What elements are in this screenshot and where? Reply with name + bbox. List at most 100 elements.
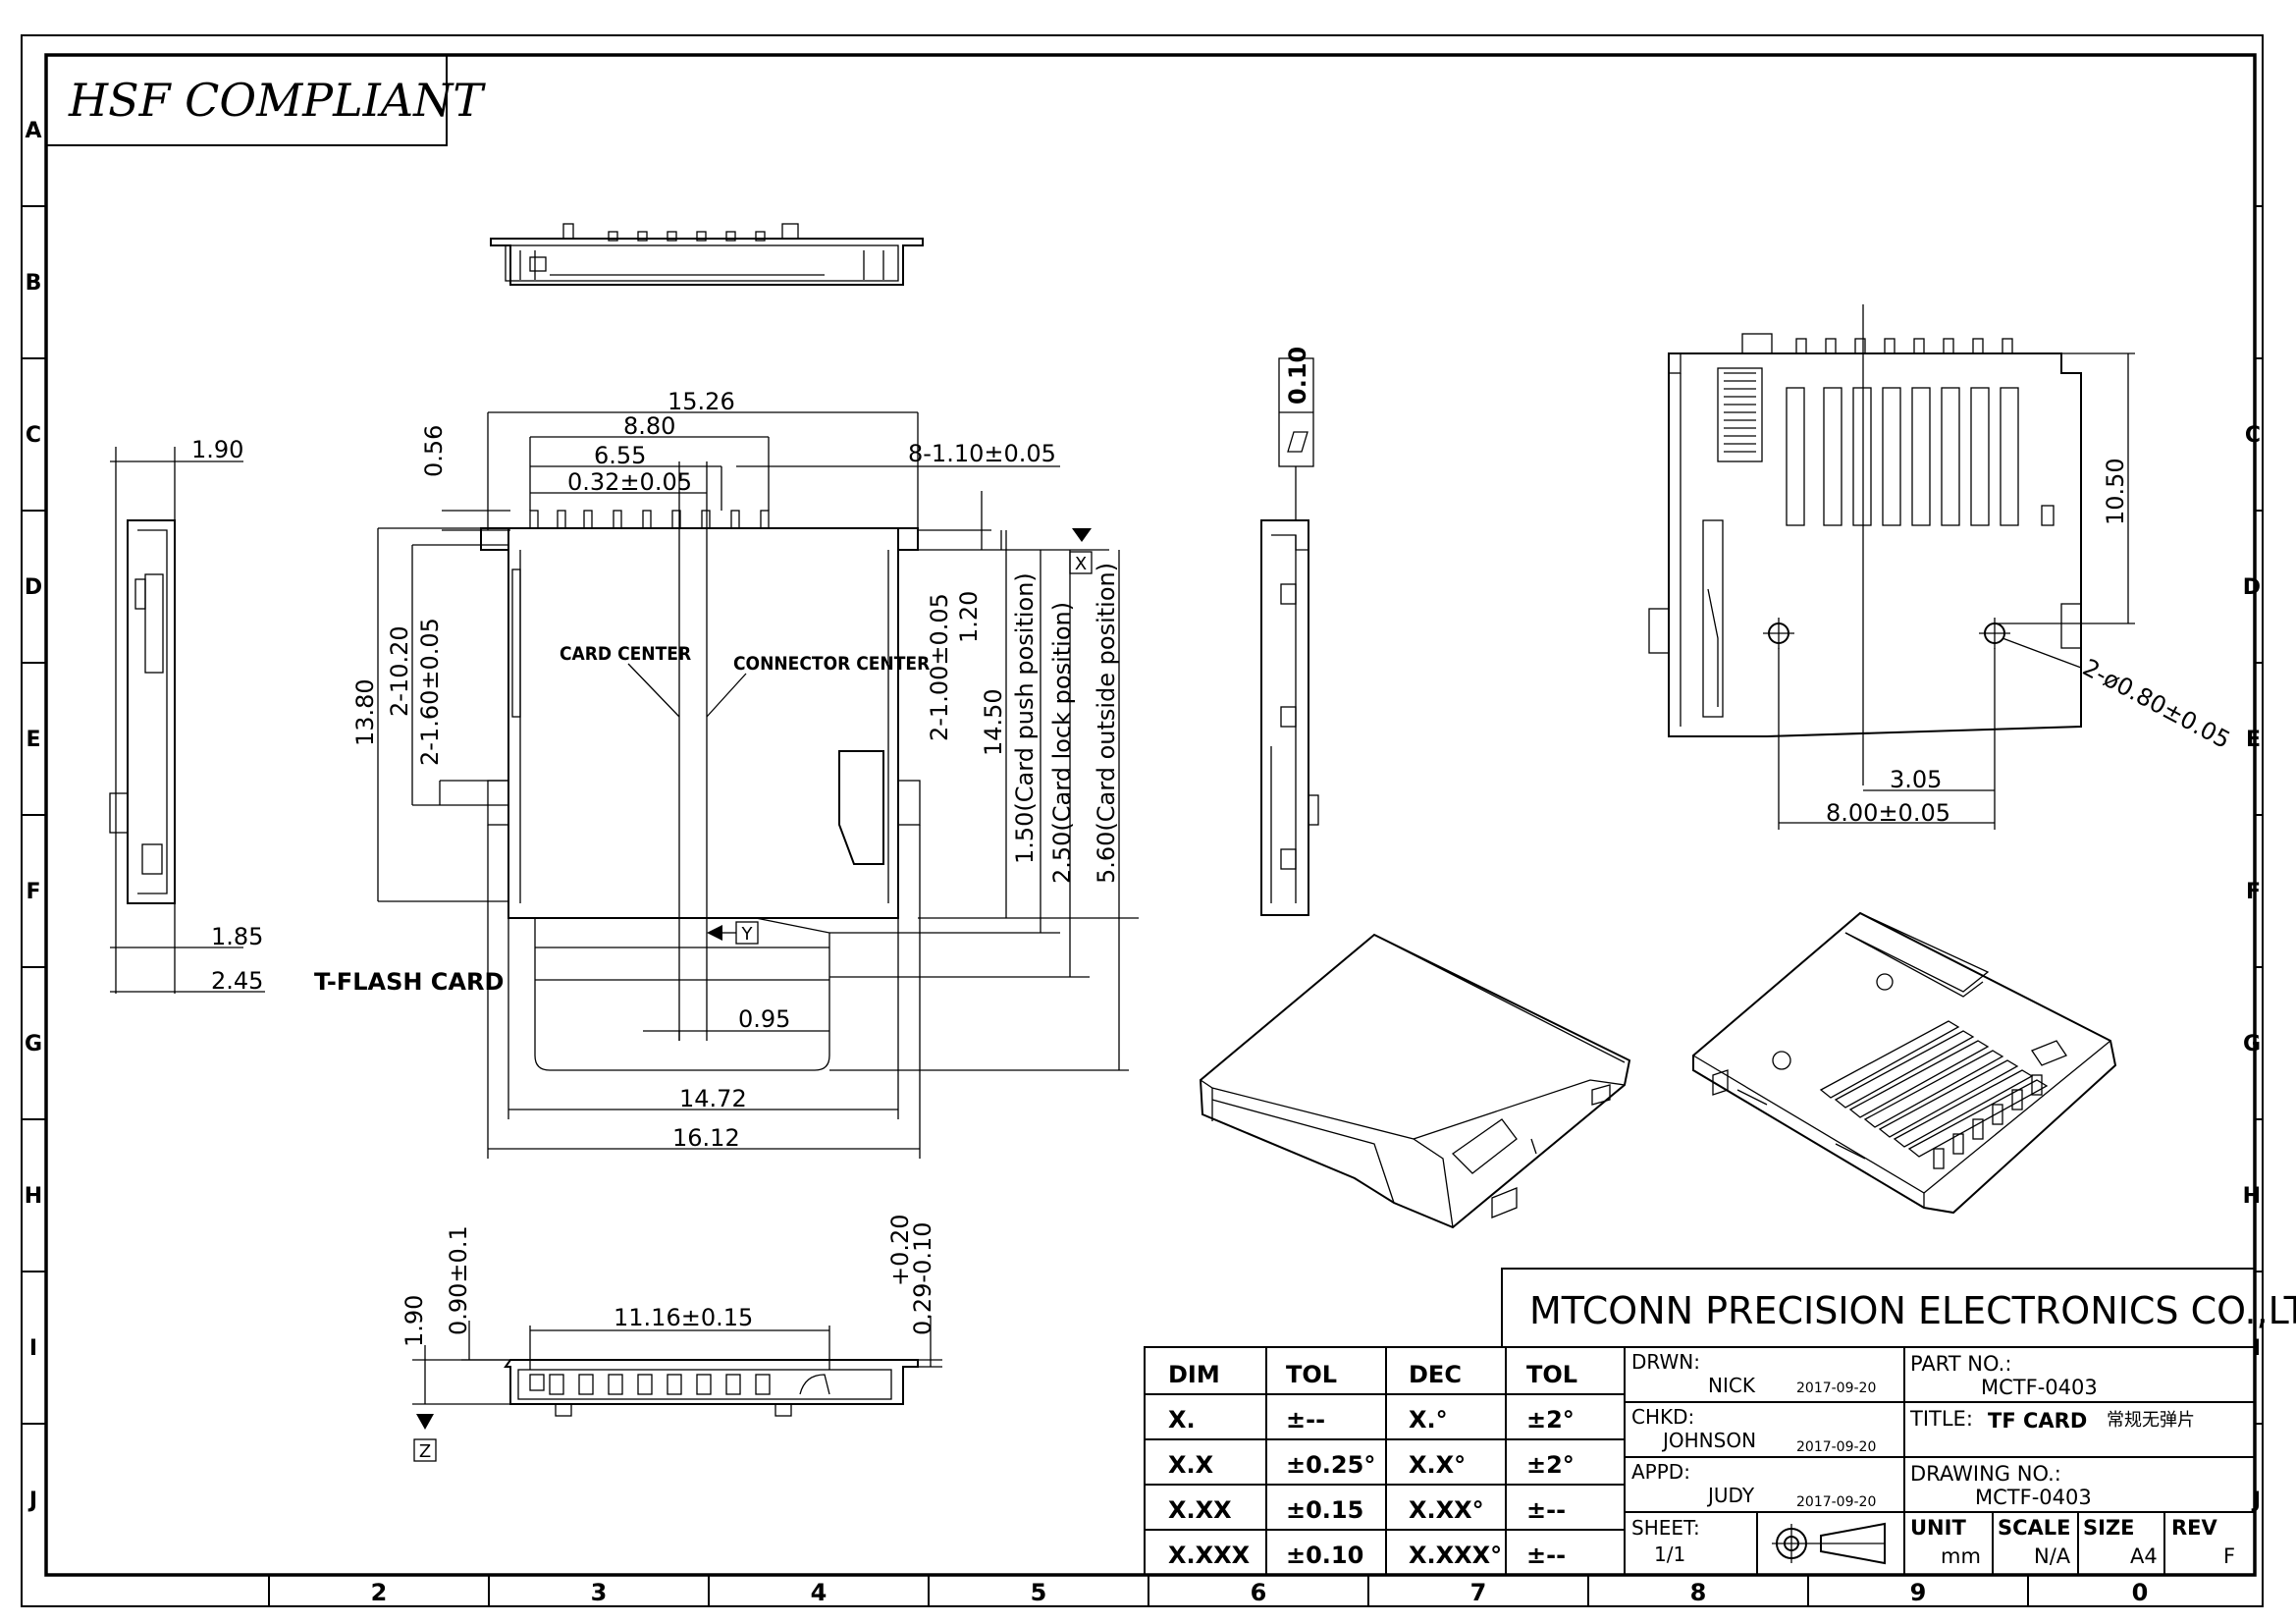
tol-cell: ±-- xyxy=(1286,1406,1325,1434)
tol-cell: X.X xyxy=(1168,1451,1214,1479)
zone-col-6: 6 xyxy=(1251,1579,1267,1606)
datum-z-label: Z xyxy=(419,1441,431,1462)
row-zone-ticks xyxy=(22,205,2263,1425)
dim-bot-0-90: 0.90±0.1 xyxy=(445,1225,472,1335)
tol-cell: X.XX xyxy=(1168,1496,1232,1524)
zone-col-9: 9 xyxy=(1910,1579,1927,1606)
compliance-box xyxy=(45,54,448,146)
tol-cell: ±0.10 xyxy=(1286,1542,1363,1569)
tflash-card-label: T-FLASH CARD xyxy=(314,968,504,996)
outer-border xyxy=(21,34,2264,1607)
dim-2-50: 2.50(Card lock position) xyxy=(1048,602,1076,884)
part-no-label: PART NO.: xyxy=(1910,1352,2011,1376)
dim-rv-hole: 2-ø0.80±0.05 xyxy=(2078,654,2234,754)
dim-2-1-60: 2-1.60±0.05 xyxy=(416,618,444,766)
zone-row-H-right: H xyxy=(2243,1184,2261,1209)
dim-1-50: 1.50(Card push position) xyxy=(1011,572,1039,864)
dim-rv-10-50: 10.50 xyxy=(2102,458,2129,525)
part-no-value: MCTF-0403 xyxy=(1981,1376,2098,1399)
bottom-view xyxy=(504,1359,919,1417)
datum-x-box xyxy=(1069,551,1093,574)
rear-view-dim-lines xyxy=(1778,352,2135,830)
zone-row-D: D xyxy=(25,575,42,600)
drawing-no-value: MCTF-0403 xyxy=(1975,1486,2092,1509)
dim-5-60: 5.60(Card outside position) xyxy=(1093,563,1120,884)
drawing-no-label: DRAWING NO.: xyxy=(1910,1462,2061,1486)
zone-row-I-right: I xyxy=(2253,1336,2261,1361)
dim-2-10-20: 2-10.20 xyxy=(386,625,413,717)
drwn-name: NICK xyxy=(1708,1374,1756,1397)
part-info: PART NO.: MCTF-0403 TITLE: TF CARD 常规无弹片… xyxy=(1909,1352,2195,1509)
dim-bot-1-90: 1.90 xyxy=(400,1295,428,1347)
tol-header-dec: DEC xyxy=(1409,1361,1462,1388)
iso-view-left xyxy=(1199,933,1631,1229)
zone-col-5: 5 xyxy=(1031,1579,1047,1606)
tol-cell: X.X° xyxy=(1409,1451,1466,1479)
row-zone-labels-left: A B C D E F G H I J xyxy=(25,119,42,1513)
zone-row-J: J xyxy=(27,1489,37,1513)
zone-row-E: E xyxy=(26,728,40,752)
dim-0-32: 0.32±0.05 xyxy=(567,468,692,496)
dim-bot-11-16: 11.16±0.15 xyxy=(614,1304,753,1331)
sheet-value: 1/1 xyxy=(1654,1543,1685,1566)
main-front-view xyxy=(480,461,921,1071)
dim-16-12: 16.12 xyxy=(672,1124,740,1152)
sheet-label: SHEET: xyxy=(1631,1516,1700,1540)
side-view-left xyxy=(109,447,265,994)
zone-row-E-right: E xyxy=(2246,728,2261,752)
dim-15-26: 15.26 xyxy=(667,388,735,415)
flatness-icon xyxy=(1287,431,1308,453)
datum-z-box xyxy=(413,1438,437,1462)
zone-col-0: 0 xyxy=(2132,1579,2149,1606)
zone-row-I: I xyxy=(29,1336,37,1361)
size-value: A4 xyxy=(2130,1544,2158,1568)
tolerance-table: DIM TOL DEC TOL X. ±-- X.° ±2° X.X ±0.25… xyxy=(1168,1361,1577,1569)
projection-symbol xyxy=(1772,1522,1886,1565)
scale-label: SCALE xyxy=(1998,1516,2071,1540)
rev-value: F xyxy=(2223,1544,2235,1568)
compliance-label: HSF COMPLIANT xyxy=(68,74,486,127)
zone-row-G-right: G xyxy=(2243,1032,2261,1056)
zone-row-H: H xyxy=(25,1184,42,1209)
zone-row-F-right: F xyxy=(2246,880,2261,904)
dim-bot-0-29-tol: +0.20 xyxy=(886,1214,914,1286)
rev-label: REV xyxy=(2171,1516,2218,1540)
dim-8-80: 8.80 xyxy=(623,412,675,440)
main-bottom-dim-lines xyxy=(487,825,921,1159)
dim-side-1-90: 1.90 xyxy=(191,436,243,463)
tol-cell: X.° xyxy=(1409,1406,1448,1434)
bottom-view-dim-lines xyxy=(412,1316,942,1405)
size-label: SIZE xyxy=(2083,1516,2135,1540)
dim-14-50: 14.50 xyxy=(980,688,1007,756)
company-name: MTCONN PRECISION ELECTRONICS CO.,LTD xyxy=(1529,1289,2296,1332)
tol-cell: X.XX° xyxy=(1409,1496,1484,1524)
column-zone-labels: 2 3 4 5 6 7 8 9 0 xyxy=(371,1579,2149,1606)
dim-2-1-00: 2-1.00±0.05 xyxy=(926,593,953,741)
tol-cell: ±2° xyxy=(1526,1451,1575,1479)
drwn-date: 2017-09-20 xyxy=(1796,1380,1876,1396)
tol-cell: ±-- xyxy=(1526,1496,1566,1524)
zone-row-F: F xyxy=(26,880,40,904)
zone-col-2: 2 xyxy=(371,1579,388,1606)
side-view-right xyxy=(1260,519,1319,916)
dim-1-20: 1.20 xyxy=(955,591,983,643)
card-center-label: CARD CENTER xyxy=(560,643,691,665)
connector-center-label: CONNECTOR CENTER xyxy=(733,653,930,675)
zone-col-7: 7 xyxy=(1470,1579,1487,1606)
tol-cell: ±-- xyxy=(1526,1542,1566,1569)
zone-row-G: G xyxy=(25,1032,42,1056)
chkd-name: JOHNSON xyxy=(1661,1429,1756,1452)
sheet-meta: UNIT mm SCALE N/A SIZE A4 REV F xyxy=(1910,1516,2235,1568)
title-block-frame xyxy=(1144,1268,2256,1576)
dim-rv-3-05: 3.05 xyxy=(1890,766,1942,793)
zone-row-D-right: D xyxy=(2243,575,2261,600)
dim-14-72: 14.72 xyxy=(679,1085,747,1112)
appd-label: APPD: xyxy=(1631,1460,1690,1484)
zone-col-3: 3 xyxy=(591,1579,608,1606)
zone-col-4: 4 xyxy=(811,1579,828,1606)
datum-y-label: Y xyxy=(741,924,754,945)
appd-name: JUDY xyxy=(1706,1484,1755,1507)
approvals: DRWN: NICK 2017-09-20 CHKD: JOHNSON 2017… xyxy=(1631,1350,1876,1566)
column-zone-ticks xyxy=(268,1575,2029,1606)
